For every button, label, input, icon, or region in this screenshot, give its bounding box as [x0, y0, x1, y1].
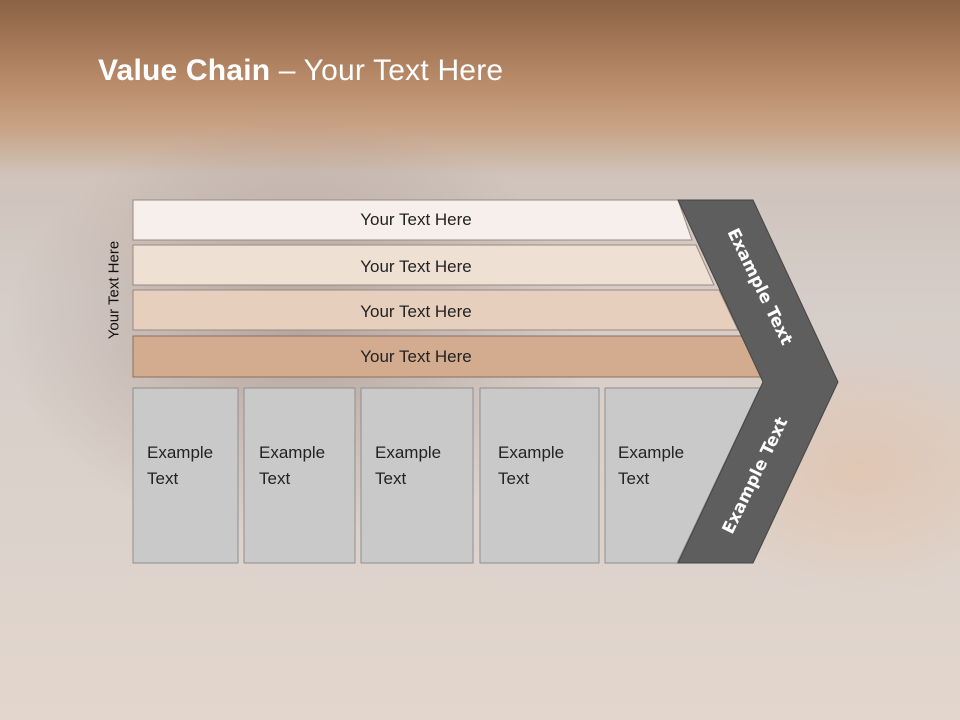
box-2[interactable] [243, 387, 356, 564]
box-3[interactable] [360, 387, 474, 564]
chevron-arrow[interactable] [677, 199, 839, 564]
box-2-text: Example Text [259, 440, 325, 492]
band-4-label: Your Text Here [360, 347, 472, 366]
box-1[interactable] [132, 387, 239, 564]
box-5-line2: Text [618, 469, 650, 488]
box-5-line1: Example [618, 443, 685, 462]
band-1[interactable] [132, 199, 693, 241]
box-4-line1: Example [498, 443, 565, 462]
box-5-text: Example Text [618, 440, 684, 492]
box-5[interactable] [604, 387, 761, 564]
band-1-label: Your Text Here [360, 210, 472, 229]
title-bold: Value Chain [98, 54, 271, 87]
band-3[interactable] [132, 289, 739, 331]
box-4-text: Example Text [498, 440, 564, 492]
box-1-line1: Example [147, 443, 214, 462]
band-2[interactable] [132, 244, 715, 286]
box-4[interactable] [479, 387, 600, 564]
box-1-text: Example Text [147, 440, 213, 492]
band-3-label: Your Text Here [360, 302, 472, 321]
title-rest: – Your Text Here [270, 54, 504, 87]
box-4-line2: Text [498, 469, 530, 488]
slide-title: Value Chain – Your Text Here [98, 54, 503, 88]
box-1-line2: Text [147, 469, 179, 488]
box-3-line1: Example [375, 443, 442, 462]
box-3-text: Example Text [375, 440, 441, 492]
band-2-label: Your Text Here [360, 257, 472, 276]
box-2-line2: Text [259, 469, 291, 488]
box-2-line1: Example [259, 443, 326, 462]
box-3-line2: Text [375, 469, 407, 488]
